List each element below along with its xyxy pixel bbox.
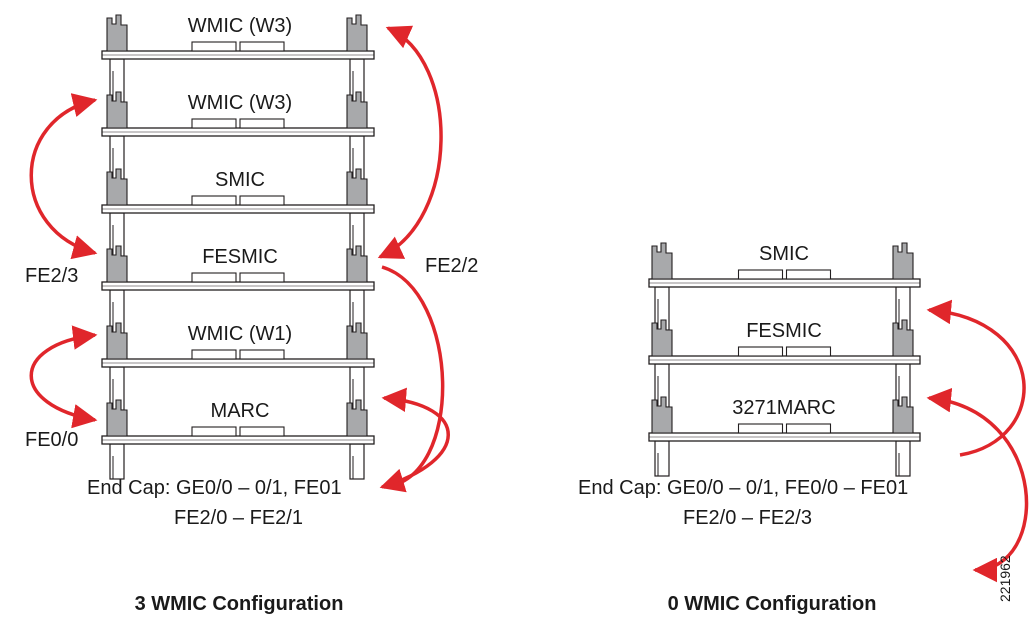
bracket-clip	[346, 91, 368, 129]
connector	[191, 349, 237, 360]
module-label: FESMIC	[746, 320, 822, 342]
connector	[239, 118, 285, 129]
module-layer: SMIC	[648, 242, 921, 288]
module-layer: WMIC (W3)	[101, 14, 375, 60]
bracket-clip	[892, 319, 914, 357]
bracket-clip	[892, 396, 914, 434]
port-label-fe22: FE2/2	[425, 255, 478, 277]
endcap-line-2: FE2/0 – FE2/1	[174, 507, 303, 529]
arrow-left-upper	[29, 93, 98, 260]
bracket-clip	[651, 242, 673, 280]
bracket-clip	[106, 322, 128, 360]
bracket-clip	[346, 14, 368, 52]
connector	[191, 41, 237, 52]
module-layer: 3271MARC	[648, 396, 921, 442]
port-label-fe23: FE2/3	[25, 265, 78, 287]
module-label: WMIC (W3)	[188, 92, 292, 114]
module-layer: SMIC	[101, 168, 375, 214]
right-stack: SMIC FESMIC 3271MARC End Cap: GE0/0 – 0/1,…	[578, 242, 1029, 615]
arrow-right-middle	[926, 388, 1029, 583]
module-label: SMIC	[215, 169, 265, 191]
module-label: SMIC	[759, 243, 809, 265]
connector	[239, 195, 285, 206]
connector	[785, 423, 832, 434]
bracket-clip	[106, 399, 128, 437]
connector	[737, 423, 784, 434]
bracket-clip	[651, 396, 673, 434]
bracket-clip	[346, 399, 368, 437]
connector	[737, 269, 784, 280]
config-caption: 3 WMIC Configuration	[135, 593, 344, 615]
connector	[239, 272, 285, 283]
bracket-clip	[106, 91, 128, 129]
connector	[737, 346, 784, 357]
config-caption: 0 WMIC Configuration	[668, 593, 877, 615]
bracket-clip	[106, 245, 128, 283]
connector	[191, 426, 237, 437]
connector	[191, 272, 237, 283]
module-layer: FESMIC	[648, 319, 921, 365]
module-label: WMIC (W1)	[188, 323, 292, 345]
arrow-right-upper	[928, 308, 1026, 457]
module-layer: WMIC (W1)	[101, 322, 375, 368]
connector	[191, 118, 237, 129]
arrow-top-right	[377, 25, 443, 259]
endcap-line-2: FE2/0 – FE2/3	[683, 507, 812, 529]
arrow-left-lower	[29, 325, 98, 429]
bracket-clip	[346, 168, 368, 206]
endcap-line-1: End Cap: GE0/0 – 0/1, FE01	[87, 477, 342, 499]
module-label: WMIC (W3)	[188, 15, 292, 37]
connector	[239, 426, 285, 437]
connector	[785, 346, 832, 357]
module-label: MARC	[211, 400, 270, 422]
connector	[191, 195, 237, 206]
module-label: 3271MARC	[732, 397, 835, 419]
module-label: FESMIC	[202, 246, 278, 268]
left-stack: WMIC (W3) WMIC (W3) SMIC FESMIC WMIC (W1) MAR…	[25, 14, 478, 615]
endcap-line-1: End Cap: GE0/0 – 0/1, FE0/0 – FE01	[578, 477, 908, 499]
module-layer: FESMIC	[101, 245, 375, 291]
bracket-clip	[892, 242, 914, 280]
bracket-clip	[346, 245, 368, 283]
module-layer: WMIC (W3)	[101, 91, 375, 137]
bracket-clip	[651, 319, 673, 357]
standoff-post	[349, 443, 365, 480]
connector	[785, 269, 832, 280]
arrow-right-long	[381, 265, 445, 489]
standoff-post	[109, 443, 125, 480]
bracket-clip	[106, 14, 128, 52]
connector	[239, 41, 285, 52]
module-layer: MARC	[101, 399, 375, 445]
figure-number: 221962	[997, 555, 1013, 602]
standoff-post	[895, 440, 911, 477]
connector	[239, 349, 285, 360]
bracket-clip	[106, 168, 128, 206]
bracket-clip	[346, 322, 368, 360]
standoff-post	[654, 440, 670, 477]
port-label-fe00: FE0/0	[25, 429, 78, 451]
